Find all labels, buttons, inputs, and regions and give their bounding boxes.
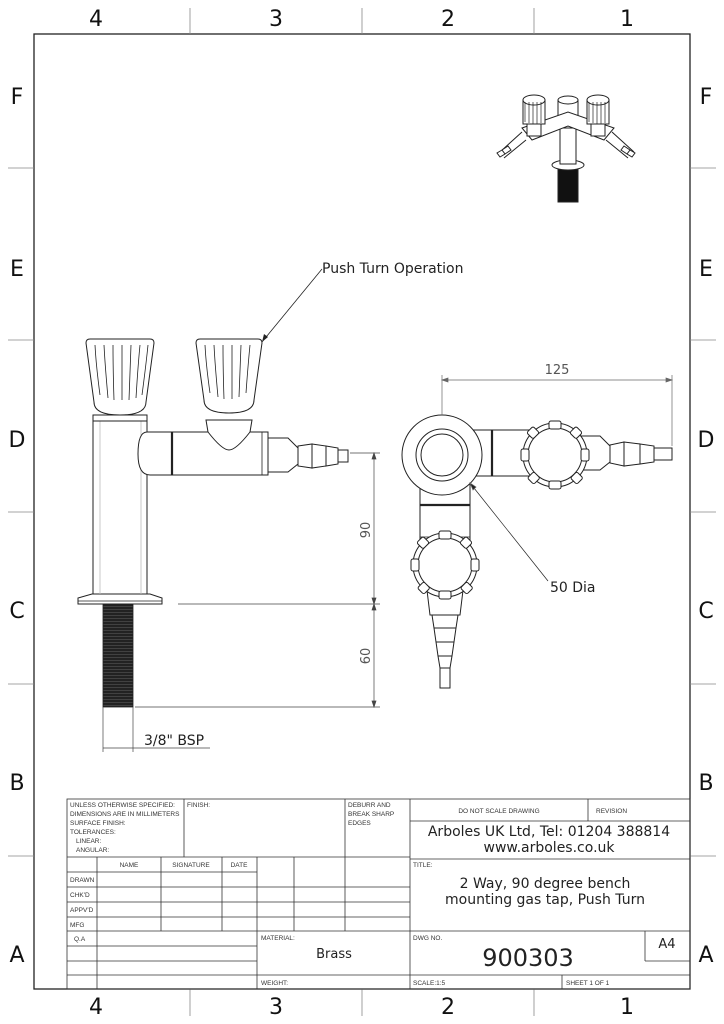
zone-row-label: B bbox=[698, 771, 713, 796]
col-header-date: DATE bbox=[231, 862, 249, 869]
drawing-title-line2: mounting gas tap, Push Turn bbox=[445, 892, 645, 908]
zone-row-label: B bbox=[9, 771, 24, 796]
threaded-stem bbox=[102, 603, 134, 708]
row-label-approved: APPV'D bbox=[70, 907, 94, 914]
front-dimensions bbox=[102, 451, 380, 752]
deburr-line: BREAK SHARP bbox=[348, 811, 394, 818]
material-label: MATERIAL: bbox=[261, 935, 295, 942]
zone-col-label: 1 bbox=[620, 995, 634, 1020]
row-label-checked: CHK'D bbox=[70, 892, 90, 899]
title-label: TITLE: bbox=[413, 862, 433, 869]
zone-col-label: 2 bbox=[441, 7, 455, 32]
tolerance-line: TOLERANCES: bbox=[70, 829, 116, 836]
deburr-line: EDGES bbox=[348, 820, 371, 827]
row-label-qa: Q.A bbox=[74, 936, 86, 943]
revision-label: REVISION bbox=[596, 808, 627, 815]
zone-col-label: 1 bbox=[620, 7, 634, 32]
zone-row-label: E bbox=[10, 257, 24, 282]
dwg-no-value: 900303 bbox=[482, 944, 574, 972]
tolerance-line: DIMENSIONS ARE IN MILLIMETERS bbox=[70, 811, 180, 818]
tolerance-line: UNLESS OTHERWISE SPECIFIED: bbox=[70, 802, 175, 809]
zone-row-label: A bbox=[698, 943, 713, 968]
zone-row-label: D bbox=[9, 428, 26, 453]
paper-size: A4 bbox=[658, 937, 675, 952]
col-header-name: NAME bbox=[120, 862, 139, 869]
dim-60: 60 bbox=[359, 648, 374, 665]
tolerance-line: SURFACE FINISH: bbox=[70, 820, 126, 827]
top-dimensions bbox=[440, 375, 674, 582]
front-view: Push Turn Operation bbox=[77, 261, 464, 708]
zone-row-label: F bbox=[11, 85, 24, 110]
front-body-arm bbox=[137, 338, 349, 476]
bsp-label: 3/8" BSP bbox=[144, 733, 204, 749]
zone-row-label: C bbox=[9, 599, 24, 624]
zone-row-label: D bbox=[698, 428, 715, 453]
zone-col-label: 4 bbox=[89, 995, 103, 1020]
company-website: www.arboles.co.uk bbox=[484, 840, 616, 856]
push-turn-leader bbox=[261, 268, 323, 343]
dia-label: 50 Dia bbox=[550, 580, 596, 596]
dwg-no-label: DWG NO. bbox=[413, 935, 442, 942]
zone-ticks bbox=[8, 8, 716, 1016]
drawing-title-line1: 2 Way, 90 degree bench bbox=[460, 876, 631, 892]
zone-row-label: C bbox=[698, 599, 713, 624]
dim-125: 125 bbox=[545, 363, 570, 378]
weight-label: WEIGHT: bbox=[261, 980, 288, 987]
zone-col-label: 3 bbox=[269, 995, 283, 1020]
deburr-line: DEBURR AND bbox=[348, 802, 391, 809]
finish-label: FINISH: bbox=[187, 802, 210, 809]
push-turn-label: Push Turn Operation bbox=[322, 261, 464, 277]
front-left-handle bbox=[85, 338, 155, 422]
material-value: Brass bbox=[316, 947, 352, 962]
zone-row-label: E bbox=[699, 257, 713, 282]
row-label-drawn: DRAWN bbox=[70, 877, 95, 884]
do-not-scale-label: DO NOT SCALE DRAWING bbox=[458, 808, 539, 815]
base-flange bbox=[77, 593, 163, 605]
row-label-mfg: MFG bbox=[70, 922, 84, 929]
zone-col-label: 3 bbox=[269, 7, 283, 32]
dim-90: 90 bbox=[359, 522, 374, 539]
col-header-signature: SIGNATURE bbox=[172, 862, 210, 869]
scale-label: SCALE:1:5 bbox=[413, 980, 446, 987]
zone-col-label: 2 bbox=[441, 995, 455, 1020]
company-name: Arboles UK Ltd, Tel: 01204 388814 bbox=[428, 824, 670, 840]
isometric-view bbox=[496, 94, 636, 203]
top-view bbox=[401, 414, 673, 689]
zone-row-label: F bbox=[700, 85, 713, 110]
zone-row-label: A bbox=[9, 943, 24, 968]
sheet-label: SHEET 1 OF 1 bbox=[566, 980, 610, 987]
title-block bbox=[66, 798, 691, 990]
zone-col-label: 4 bbox=[89, 7, 103, 32]
tolerance-line: LINEAR: bbox=[76, 838, 101, 845]
tolerance-line: ANGULAR: bbox=[76, 847, 109, 854]
